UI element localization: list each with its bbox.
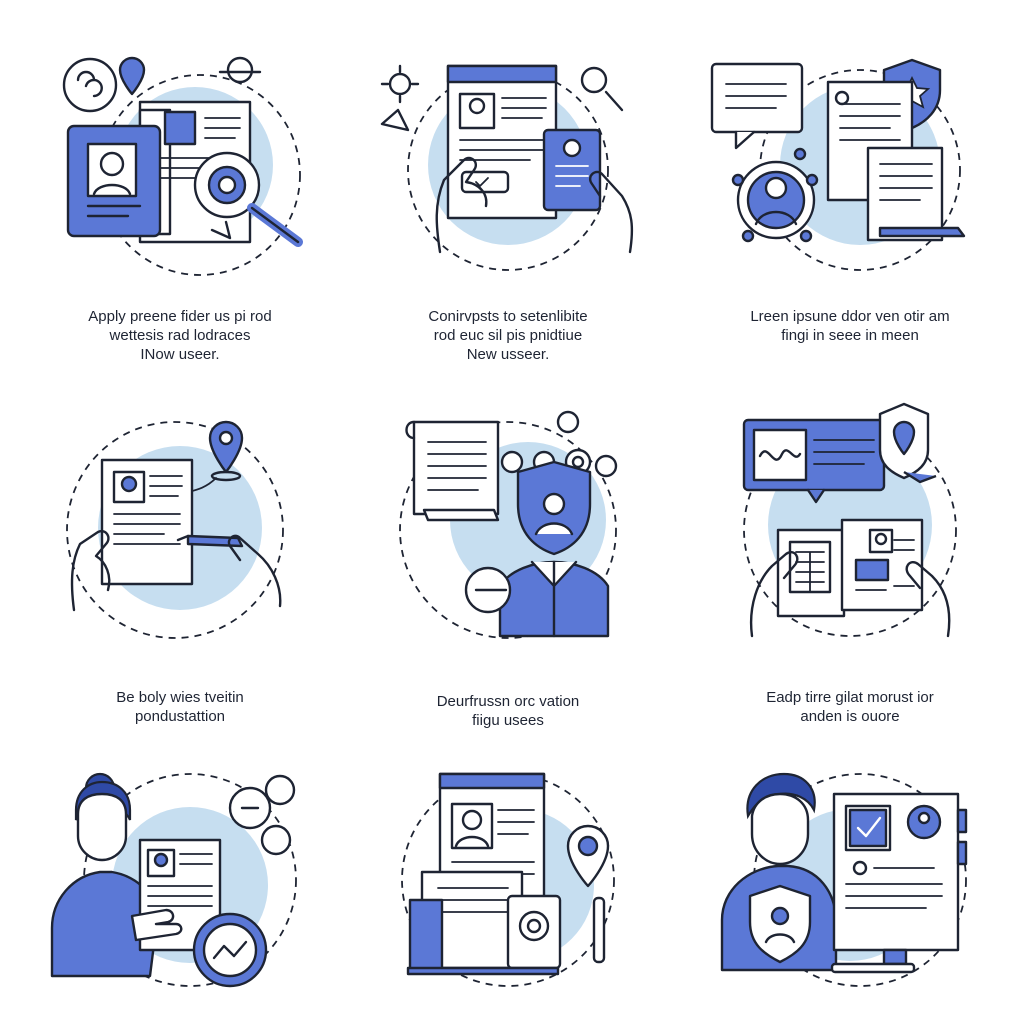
tile-caption-line: wettesis rad lodraces xyxy=(109,327,251,344)
tile-caption-line: fiigu usees xyxy=(472,712,544,729)
tile-caption-line: pondustattion xyxy=(134,708,226,725)
woman-resume-gear-icon xyxy=(50,772,297,988)
tile-caption-line: Conirvpsts to setenlibite xyxy=(428,308,588,325)
resume-location-pen-icon xyxy=(66,420,284,639)
resume-search-icon xyxy=(62,56,303,276)
tile-hands-resume: Conirvpsts to setenlibite rod euc sil pi… xyxy=(358,40,658,380)
tile-caption-line: rod euc sil pis pnidtiue xyxy=(433,327,583,344)
man-monitor-shield-icon xyxy=(720,772,968,987)
tile-resume-search: Apply preene fider us pi rod wettesis ra… xyxy=(30,40,330,380)
documents-location-icon xyxy=(401,772,615,987)
tile-caption-line: fingi in seee in meen xyxy=(781,327,919,344)
tile-caption-line: Lreen ipsune ddor ven otir am xyxy=(750,308,950,325)
tile-caption-line: Eadp tirre gilat morust ior xyxy=(766,689,934,706)
chat-documents-shield-icon xyxy=(710,58,966,271)
tile-dashboard-tablet: Eadp tirre gilat morust ior anden is ouo… xyxy=(700,400,1000,730)
tile-caption-line: INow useer. xyxy=(140,346,220,363)
tile-caption-line: Apply preene fider us pi rod xyxy=(88,308,272,325)
tile-caption-line: Deurfrussn orc vation xyxy=(436,693,580,710)
tile-woman-resume xyxy=(30,770,330,1000)
hands-holding-resume-icon xyxy=(380,64,634,271)
tile-chat-documents: Lreen ipsune ddor ven otir am fingi in s… xyxy=(700,40,1000,380)
tile-caption-line: New usseer. xyxy=(466,346,550,363)
dashboard-tablet-icon xyxy=(742,402,957,638)
person-network-shield-icon xyxy=(399,410,618,639)
tile-caption-line: anden is ouore xyxy=(800,708,900,725)
tile-person-network: Deurfrussn orc vation fiigu usees xyxy=(358,410,658,730)
tile-man-monitor xyxy=(700,770,1000,1000)
tile-caption-line: Be boly wies tveitin xyxy=(116,689,244,706)
tile-resume-location: Be boly wies tveitin pondustattion xyxy=(30,410,330,730)
tile-documents-location xyxy=(358,770,658,1000)
